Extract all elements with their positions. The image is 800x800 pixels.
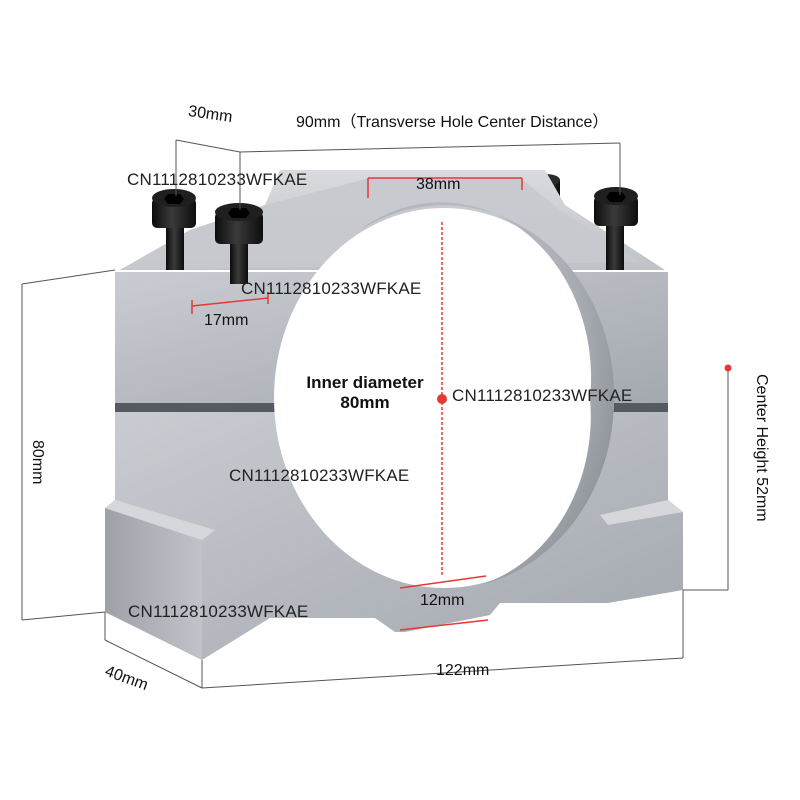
center-height-label: Center Height 52mm — [753, 374, 770, 522]
center-height-marker — [724, 364, 732, 372]
bolt-front-middle — [215, 203, 263, 284]
bolt-front-left — [152, 189, 196, 270]
watermark-text: CN1112810233WFKAE — [229, 466, 410, 485]
dimension-lines — [21, 139, 729, 689]
watermark-text: CN1112810233WFKAE — [241, 279, 422, 298]
bottom-gap-label: 12mm — [420, 592, 465, 609]
inner-diameter-line1: Inner diameter — [306, 373, 424, 392]
watermark-text: CN1112810233WFKAE — [452, 386, 633, 405]
center-point — [437, 394, 447, 404]
watermark-text: CN1112810233WFKAE — [127, 170, 308, 189]
bolt-front-right — [594, 187, 638, 270]
slot-width-label: 17mm — [204, 312, 249, 329]
inner-diameter-line2: 80mm — [340, 393, 390, 412]
height-label: 80mm — [29, 440, 46, 485]
top-width-label: 38mm — [416, 176, 461, 193]
total-width-label: 122mm — [436, 662, 490, 679]
watermark-text: CN1112810233WFKAE — [128, 602, 309, 621]
hole-distance-label: 90mm（Transverse Hole Center Distance） — [296, 114, 609, 131]
inner-diameter-label: Inner diameter 80mm — [290, 373, 440, 413]
